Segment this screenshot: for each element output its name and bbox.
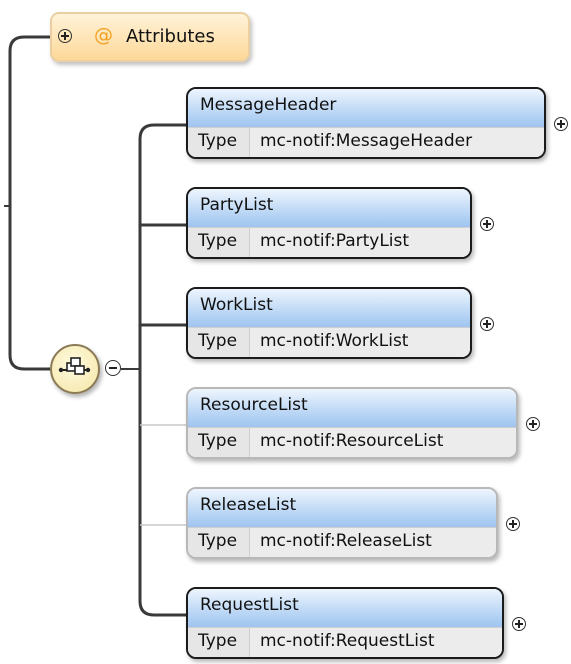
expand-messageheader-plus-icon[interactable] <box>554 117 568 131</box>
type-value: mc-notif:MessageHeader <box>250 128 544 157</box>
type-label: Type <box>188 228 250 257</box>
at-sign-icon: @ <box>94 24 113 46</box>
sequence-trunk <box>138 123 186 617</box>
expand-resourcelist-plus-icon[interactable] <box>526 417 540 431</box>
plus-circle-icon[interactable] <box>58 29 72 43</box>
expand-releaselist-plus-icon[interactable] <box>506 517 520 531</box>
attributes-label: Attributes <box>126 26 215 47</box>
expand-worklist-plus-icon[interactable] <box>480 317 494 331</box>
expand-requestlist-plus-icon[interactable] <box>512 617 526 631</box>
type-row: Type mc-notif:PartyList <box>188 227 470 257</box>
type-row: Type mc-notif:RequestList <box>188 627 502 657</box>
sequence-compositor-icon[interactable] <box>50 344 100 394</box>
type-label: Type <box>188 628 250 657</box>
element-resourcelist[interactable]: ResourceList Type mc-notif:ResourceList <box>186 387 518 459</box>
element-name: WorkList <box>188 289 470 327</box>
element-partylist[interactable]: PartyList Type mc-notif:PartyList <box>186 187 472 259</box>
element-requestlist[interactable]: RequestList Type mc-notif:RequestList <box>186 587 504 659</box>
element-name: MessageHeader <box>188 89 544 127</box>
element-releaselist[interactable]: ReleaseList Type mc-notif:ReleaseList <box>186 487 498 559</box>
type-label: Type <box>188 328 250 357</box>
element-messageheader[interactable]: MessageHeader Type mc-notif:MessageHeade… <box>186 87 546 159</box>
type-value: mc-notif:WorkList <box>250 328 470 357</box>
type-row: Type mc-notif:MessageHeader <box>188 127 544 157</box>
type-value: mc-notif:PartyList <box>250 228 470 257</box>
attributes-connector <box>8 35 50 371</box>
element-name: ReleaseList <box>188 489 496 527</box>
type-value: mc-notif:ResourceList <box>250 428 516 457</box>
element-name: RequestList <box>188 589 502 627</box>
type-value: mc-notif:ReleaseList <box>250 528 496 557</box>
type-row: Type mc-notif:WorkList <box>188 327 470 357</box>
type-label: Type <box>188 428 250 457</box>
type-label: Type <box>188 128 250 157</box>
attributes-node[interactable]: @ Attributes <box>50 12 250 62</box>
type-value: mc-notif:RequestList <box>250 628 502 657</box>
type-row: Type mc-notif:ReleaseList <box>188 527 496 557</box>
sequence-glyph <box>58 357 91 375</box>
type-row: Type mc-notif:ResourceList <box>188 427 516 457</box>
element-worklist[interactable]: WorkList Type mc-notif:WorkList <box>186 287 472 359</box>
element-name: ResourceList <box>188 389 516 427</box>
type-label: Type <box>188 528 250 557</box>
element-name: PartyList <box>188 189 470 227</box>
expand-partylist-plus-icon[interactable] <box>480 217 494 231</box>
minus-circle-icon[interactable] <box>105 360 121 376</box>
